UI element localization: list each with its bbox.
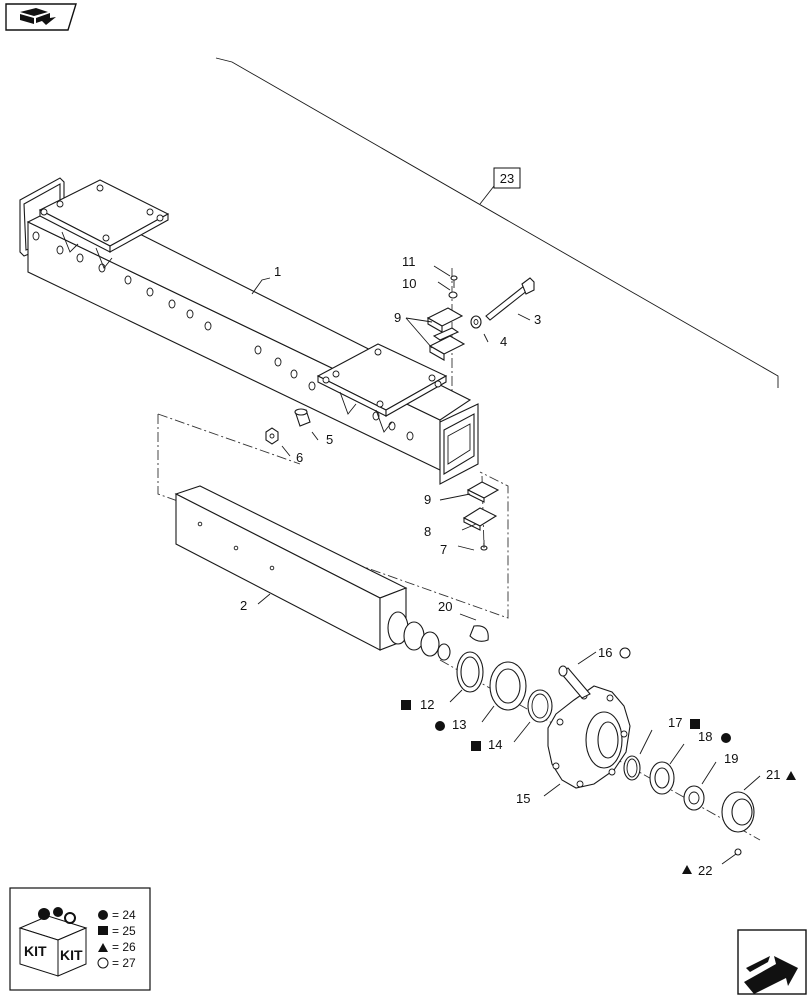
ring-14 [527, 689, 553, 723]
hollow-circle-icon [619, 647, 631, 659]
filled-triangle-icon [98, 943, 108, 952]
bearing-18 [649, 761, 675, 795]
callout-19: 19 [724, 751, 738, 766]
hub-cap-21 [721, 791, 755, 833]
kit-label-right: KIT [60, 947, 83, 963]
washer-10 [448, 291, 458, 299]
callout-4: 4 [500, 334, 507, 349]
callout-labels: 1 2 3 4 5 6 7 8 9 9 10 11 12 13 14 15 16… [240, 254, 780, 878]
callout-18: 18 [698, 729, 712, 744]
plug-22 [734, 848, 742, 856]
top-nav-button[interactable] [5, 3, 77, 31]
filled-square-icon [690, 719, 700, 729]
legend-row-27: = 27 [112, 956, 136, 970]
callout-13: 13 [452, 717, 466, 732]
axle-beam [19, 177, 479, 485]
legend-row-24: = 24 [112, 908, 136, 922]
callout-12: 12 [420, 697, 434, 712]
clamp-plates-upper [426, 307, 466, 361]
hollow-circle-icon [97, 957, 109, 969]
book-arrow-icon [20, 8, 56, 25]
callout-8: 8 [424, 524, 431, 539]
callout-10: 10 [402, 276, 416, 291]
nut-6 [265, 427, 279, 445]
filled-square-icon [98, 926, 108, 935]
wheel-hub-15 [547, 685, 631, 789]
filled-circle-icon [435, 721, 445, 731]
kit-legend: KIT KIT = 24 = 25 = 26 = 27 [9, 887, 151, 991]
filled-square-icon [471, 741, 481, 751]
next-page-button[interactable] [737, 929, 807, 995]
assembly-bracket-23: 23 [215, 57, 779, 388]
filled-circle-icon [721, 733, 731, 743]
callout-2: 2 [240, 598, 247, 613]
plate-8 [462, 507, 498, 531]
callout-22: 22 [698, 863, 712, 878]
screw-11 [450, 275, 458, 288]
callout-14: 14 [488, 737, 502, 752]
callout-6: 6 [296, 450, 303, 465]
legend-row-26: = 26 [112, 940, 136, 954]
callout-23: 23 [500, 171, 514, 186]
callout-leaders [251, 265, 761, 865]
filled-triangle-icon [786, 771, 796, 780]
callout-17: 17 [668, 715, 682, 730]
legend-row-25: = 25 [112, 924, 136, 938]
stub-axle-2 [174, 485, 451, 661]
callout-16: 16 [598, 645, 612, 660]
bolt-3 [485, 277, 535, 321]
bushing-5 [294, 408, 311, 427]
next-page-arrow-icon [744, 956, 798, 994]
callout-9-lower: 9 [424, 492, 431, 507]
washer-4 [470, 315, 482, 329]
kit-box-icon: KIT KIT [18, 907, 88, 977]
spacer-20 [469, 625, 489, 642]
castle-nut-19 [683, 785, 705, 811]
filled-square-icon [401, 700, 411, 710]
callout-11: 11 [402, 254, 416, 269]
filled-triangle-icon [682, 865, 692, 874]
callout-5: 5 [326, 432, 333, 447]
clamp-plate-9-lower [466, 481, 500, 503]
kit-label-left: KIT [24, 943, 47, 959]
kit-symbols [401, 647, 796, 874]
screw-7 [480, 540, 488, 551]
bearing-13 [489, 661, 527, 711]
callout-9-upper: 9 [394, 310, 401, 325]
wheel-stud-16 [558, 665, 591, 699]
callout-20: 20 [438, 599, 452, 614]
filled-circle-icon [98, 910, 108, 920]
callout-15: 15 [516, 791, 530, 806]
callout-21: 21 [766, 767, 780, 782]
callout-1: 1 [274, 264, 281, 279]
callout-7: 7 [440, 542, 447, 557]
ring-17 [623, 755, 641, 781]
callout-3: 3 [534, 312, 541, 327]
seal-12 [456, 651, 484, 693]
